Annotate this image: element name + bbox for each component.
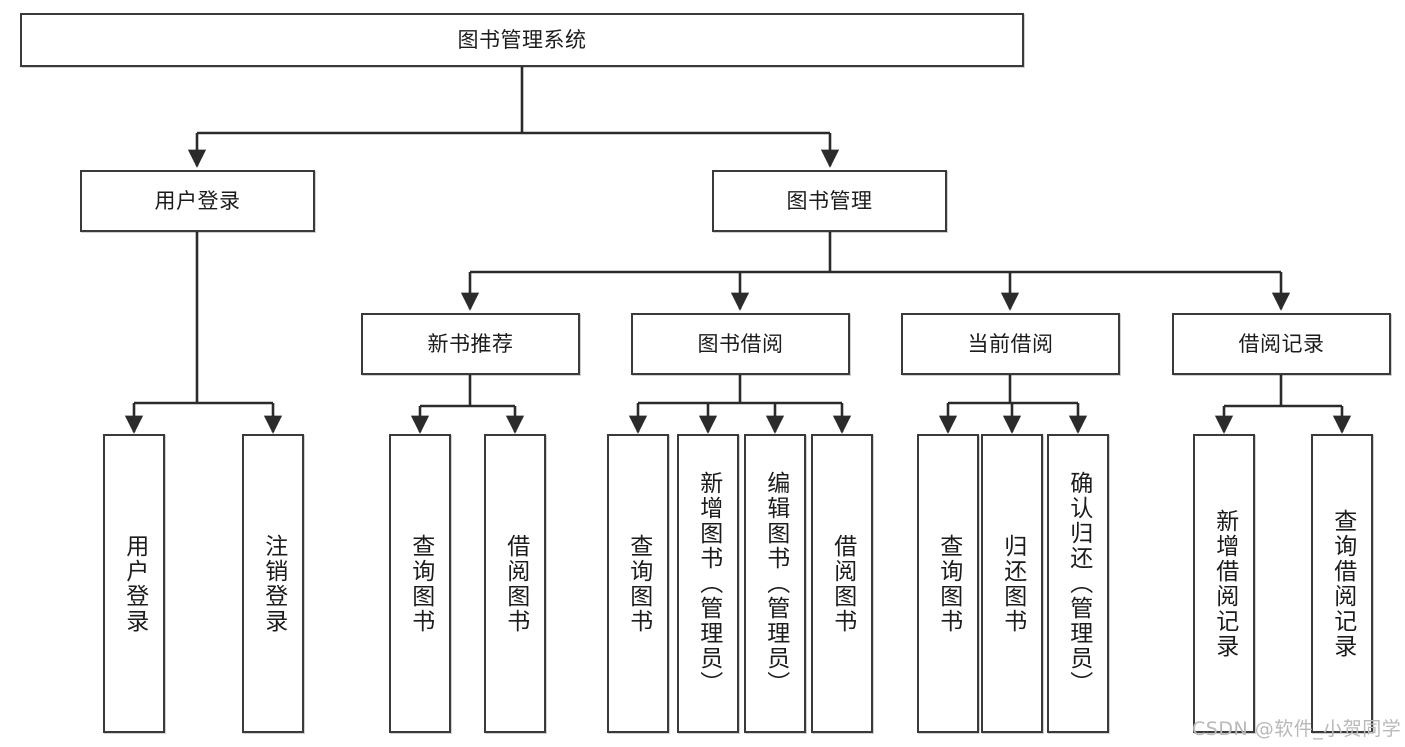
node-user-login[interactable]: 用户登录 bbox=[80, 170, 315, 232]
node-book-borrow-label: 图书借阅 bbox=[697, 331, 784, 356]
node-leaf-add-book-label: 新增图书（管理员） bbox=[695, 471, 722, 696]
node-leaf-edit-book[interactable]: 编辑图书（管理员） bbox=[744, 434, 806, 733]
node-root[interactable]: 图书管理系统 bbox=[20, 13, 1024, 67]
node-leaf-query-book-1[interactable]: 查询图书 bbox=[389, 434, 451, 733]
node-user-login-label: 用户登录 bbox=[154, 188, 241, 213]
node-leaf-borrow-book-1-label: 借阅图书 bbox=[502, 533, 529, 634]
node-leaf-query-record[interactable]: 查询借阅记录 bbox=[1311, 434, 1373, 733]
node-leaf-logout-login[interactable]: 注销登录 bbox=[242, 434, 304, 733]
node-leaf-query-book-3-label: 查询图书 bbox=[935, 533, 962, 634]
node-leaf-add-book[interactable]: 新增图书（管理员） bbox=[677, 434, 739, 733]
node-new-book-recommend-label: 新书推荐 bbox=[427, 331, 514, 356]
node-book-manage-label: 图书管理 bbox=[786, 188, 873, 213]
node-book-manage[interactable]: 图书管理 bbox=[712, 170, 947, 232]
node-root-label: 图书管理系统 bbox=[457, 27, 587, 52]
node-leaf-borrow-book-2-label: 借阅图书 bbox=[829, 533, 856, 634]
node-leaf-edit-book-label: 编辑图书（管理员） bbox=[762, 471, 789, 696]
node-leaf-borrow-book-2[interactable]: 借阅图书 bbox=[811, 434, 873, 733]
node-new-book-recommend[interactable]: 新书推荐 bbox=[361, 313, 580, 375]
node-borrow-record-label: 借阅记录 bbox=[1238, 331, 1325, 356]
node-leaf-query-book-2-label: 查询图书 bbox=[625, 533, 652, 634]
watermark: CSDN @软件_小贺同学 bbox=[1192, 718, 1402, 740]
node-borrow-record[interactable]: 借阅记录 bbox=[1172, 313, 1391, 375]
node-leaf-logout-login-label: 注销登录 bbox=[260, 533, 287, 634]
node-book-borrow[interactable]: 图书借阅 bbox=[631, 313, 850, 375]
node-leaf-add-record-label: 新增借阅记录 bbox=[1211, 508, 1238, 659]
node-leaf-confirm-return-label: 确认归还（管理员） bbox=[1065, 471, 1092, 696]
node-leaf-user-login-label: 用户登录 bbox=[121, 533, 148, 634]
node-leaf-query-record-label: 查询借阅记录 bbox=[1329, 508, 1356, 659]
node-leaf-user-login[interactable]: 用户登录 bbox=[103, 434, 165, 733]
node-leaf-return-book-label: 归还图书 bbox=[999, 533, 1026, 634]
node-leaf-return-book[interactable]: 归还图书 bbox=[981, 434, 1043, 733]
node-leaf-add-record[interactable]: 新增借阅记录 bbox=[1193, 434, 1255, 733]
node-leaf-query-book-1-label: 查询图书 bbox=[407, 533, 434, 634]
node-leaf-confirm-return[interactable]: 确认归还（管理员） bbox=[1047, 434, 1109, 733]
node-leaf-query-book-3[interactable]: 查询图书 bbox=[917, 434, 979, 733]
node-current-borrow-label: 当前借阅 bbox=[967, 331, 1054, 356]
node-leaf-query-book-2[interactable]: 查询图书 bbox=[607, 434, 669, 733]
node-current-borrow[interactable]: 当前借阅 bbox=[901, 313, 1120, 375]
node-leaf-borrow-book-1[interactable]: 借阅图书 bbox=[484, 434, 546, 733]
